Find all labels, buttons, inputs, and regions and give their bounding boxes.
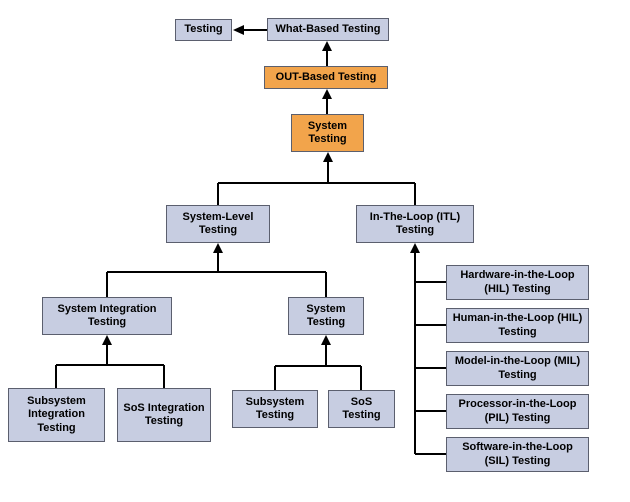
- node-system-testing: System Testing: [291, 114, 364, 152]
- node-sos-testing: SoS Testing: [328, 390, 395, 428]
- node-human-in-the-loop-testing: Human-in-the-Loop (HIL) Testing: [446, 308, 589, 343]
- node-model-in-the-loop-testing: Model-in-the-Loop (MIL) Testing: [446, 351, 589, 386]
- node-hardware-in-the-loop-testing: Hardware-in-the-Loop (HIL) Testing: [446, 265, 589, 300]
- node-subsystem-integration-testing: Subsystem Integration Testing: [8, 388, 105, 442]
- node-what-based-testing: What-Based Testing: [267, 18, 389, 41]
- node-out-based-testing: OUT-Based Testing: [264, 66, 388, 89]
- node-sos-integration-testing: SoS Integration Testing: [117, 388, 211, 442]
- node-system-integration-testing: System Integration Testing: [42, 297, 172, 335]
- node-testing: Testing: [175, 19, 232, 41]
- node-system-level-testing: System-Level Testing: [166, 205, 270, 243]
- node-processor-in-the-loop-testing: Processor-in-the-Loop (PIL) Testing: [446, 394, 589, 429]
- node-software-in-the-loop-testing: Software-in-the-Loop (SIL) Testing: [446, 437, 589, 472]
- node-system-testing-mid: System Testing: [288, 297, 364, 335]
- node-in-the-loop-testing: In-The-Loop (ITL) Testing: [356, 205, 474, 243]
- node-subsystem-testing: Subsystem Testing: [232, 390, 318, 428]
